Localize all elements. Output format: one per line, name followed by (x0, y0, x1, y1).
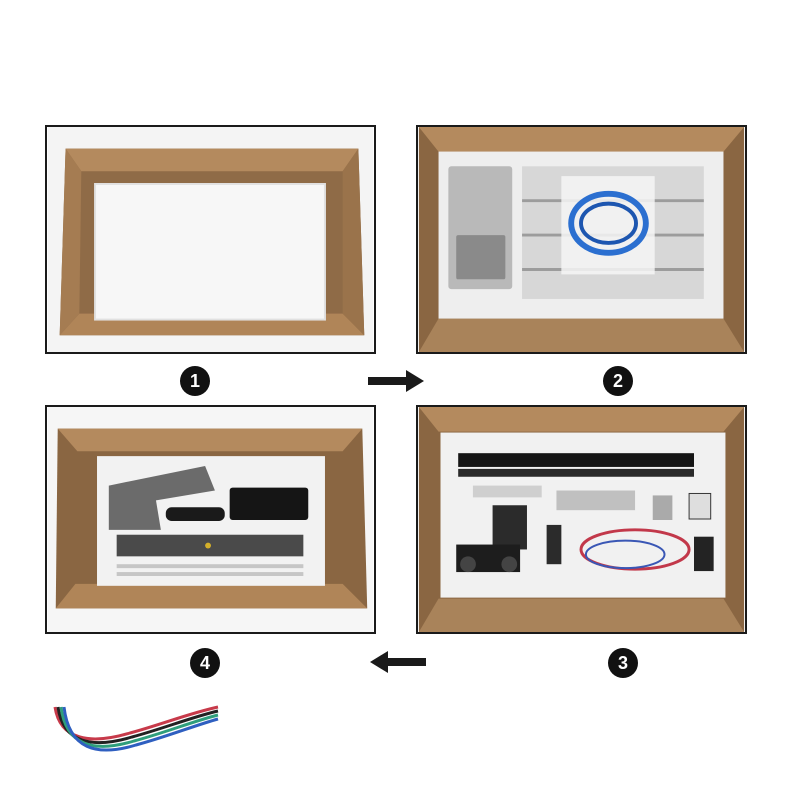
step-number-badge-2: 2 (603, 366, 633, 396)
box-parts-photo (418, 407, 745, 632)
ribbon-cable-icon (53, 705, 219, 752)
photo-panel-step-2 (416, 125, 747, 354)
step-number-badge-1: 1 (180, 366, 210, 396)
photo-panel-step-1 (45, 125, 376, 354)
right-arrow-icon (368, 370, 424, 392)
step-number-badge-3: 3 (608, 648, 638, 678)
box-rails-photo (418, 127, 745, 352)
step-number-badge-4: 4 (190, 648, 220, 678)
photo-panel-step-3 (416, 405, 747, 634)
box-foam-photo (47, 127, 374, 352)
left-arrow-icon (370, 651, 426, 673)
box-plates-photo (47, 407, 374, 632)
photo-panel-step-4 (45, 405, 376, 634)
